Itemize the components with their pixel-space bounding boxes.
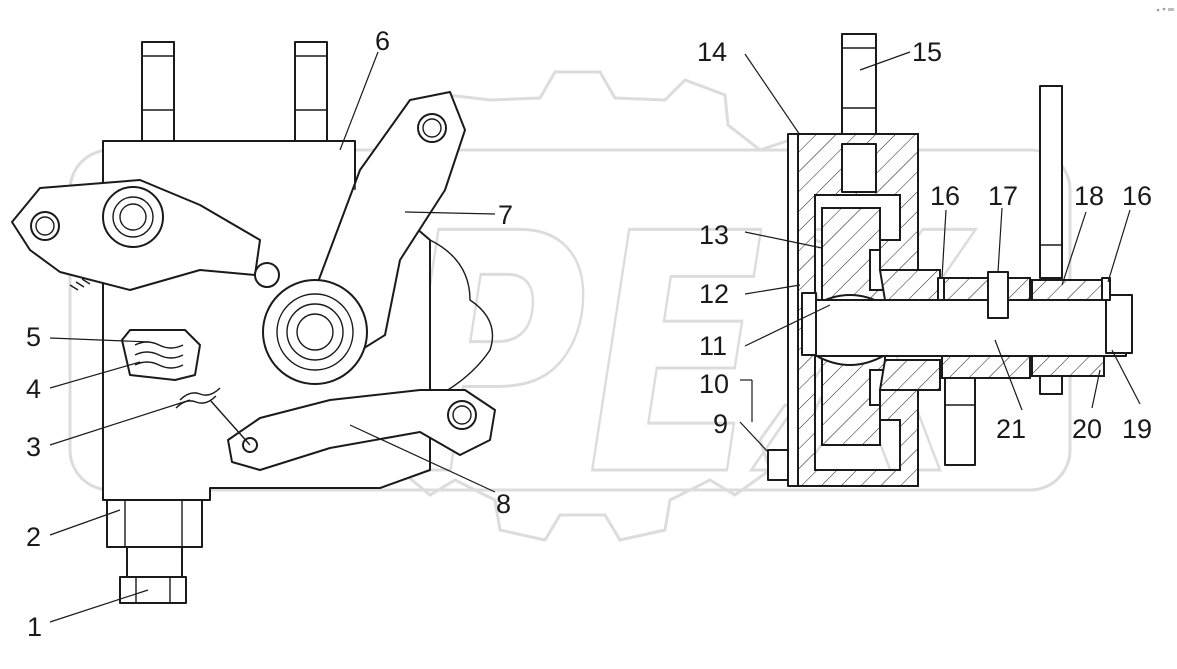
callout-10: 10	[699, 369, 729, 399]
callout-12: 12	[699, 279, 729, 309]
callout-14: 14	[697, 37, 727, 67]
callout-6: 6	[375, 26, 390, 56]
callout-8: 8	[496, 489, 511, 519]
lever-foot	[1039, 375, 1063, 395]
corner-mark	[1156, 7, 1174, 12]
left-view-assembly	[11, 41, 496, 604]
callout-9: 9	[713, 409, 728, 439]
fitting-neck	[126, 546, 183, 578]
callout-3: 3	[26, 432, 41, 462]
bottom-fitting	[106, 499, 203, 548]
callout-15: 15	[912, 37, 942, 67]
bottom-bolt	[767, 449, 789, 481]
callout-13: 13	[699, 220, 729, 250]
bearing-upper	[1031, 279, 1105, 301]
shaft-end	[1105, 294, 1133, 354]
shaft	[815, 299, 1127, 357]
bottom-nut	[119, 576, 187, 604]
callout-4: 4	[26, 374, 41, 404]
callout-18: 18	[1074, 181, 1104, 211]
cover-plate	[787, 133, 799, 487]
callout-11: 11	[699, 331, 727, 361]
bushing-upper	[878, 269, 941, 301]
right-stud	[841, 33, 877, 145]
lever-pivot-boss	[102, 186, 164, 248]
callout-19: 19	[1122, 414, 1152, 444]
housing-bolt-hole	[254, 262, 280, 288]
callout-7: 7	[498, 200, 513, 230]
sleeve-lower	[941, 355, 1031, 379]
callout-5: 5	[26, 322, 41, 352]
shaft-head	[801, 292, 817, 356]
spring-bracket	[121, 329, 201, 381]
callout-21: 21	[996, 414, 1026, 444]
bearing-lower	[1031, 355, 1105, 377]
callout-20: 20	[1072, 414, 1102, 444]
left-stud-1	[141, 41, 175, 143]
sleeve-upper	[941, 277, 1031, 301]
callout-2: 2	[26, 522, 41, 552]
right-view-assembly	[767, 33, 1133, 487]
cam-outline	[429, 239, 494, 401]
spring-coil	[134, 341, 221, 409]
callout-16b: 16	[1122, 181, 1152, 211]
callout-1: 1	[27, 612, 42, 642]
main-boss-outer	[262, 279, 368, 385]
lower-bracket	[944, 377, 976, 466]
set-screw	[987, 271, 1009, 319]
stud-bore	[841, 143, 877, 193]
callout-17: 17	[988, 181, 1018, 211]
seal-left	[937, 277, 945, 301]
bushing-lower	[878, 359, 941, 391]
lower-lever-hole	[447, 400, 477, 430]
bracket-hole	[417, 113, 447, 143]
seal-right	[1101, 277, 1111, 301]
left-stud-2	[294, 41, 328, 143]
lever-eye	[30, 211, 60, 241]
callout-labels: 1 2 3 4 5 6 7 8 9 10 11 12 13 14 15 16 1…	[26, 26, 1152, 642]
leader-lines	[49, 51, 1141, 623]
upright-lever	[1039, 85, 1063, 279]
callout-16a: 16	[930, 181, 960, 211]
